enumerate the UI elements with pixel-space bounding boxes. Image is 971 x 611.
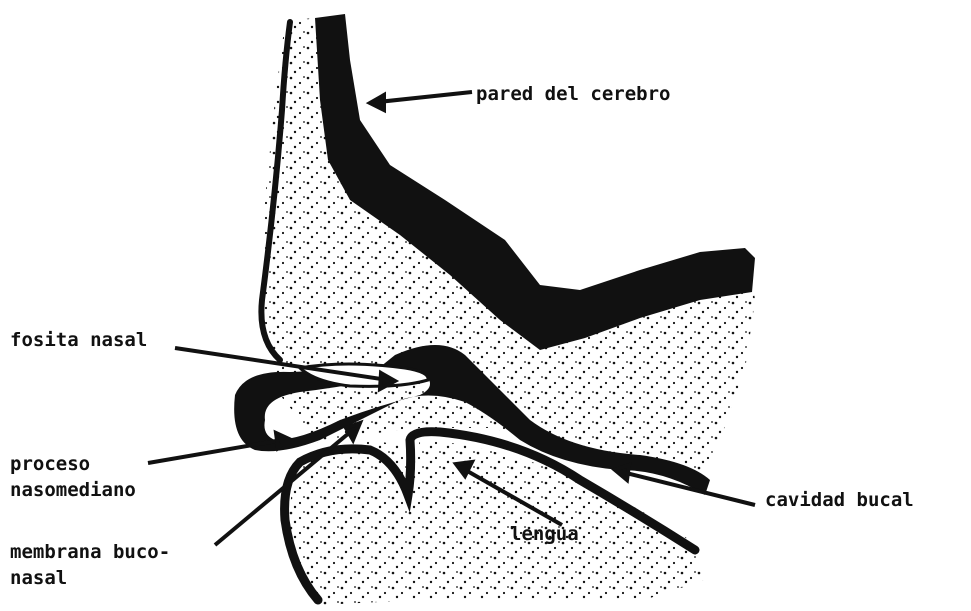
- label-brain-wall: pared del cerebro: [476, 83, 670, 105]
- label-nasal-pit: fosita nasal: [10, 329, 147, 351]
- label-oronasal-membrane-line2: nasal: [10, 567, 67, 589]
- label-nasomedial-process-line1: proceso: [10, 453, 90, 475]
- label-oral-cavity: cavidad bucal: [765, 489, 914, 511]
- label-nasomedial-process-line2: nasomediano: [10, 479, 136, 501]
- label-oronasal-membrane-line1: membrana buco-: [10, 541, 170, 563]
- label-tongue: lengua: [510, 523, 579, 545]
